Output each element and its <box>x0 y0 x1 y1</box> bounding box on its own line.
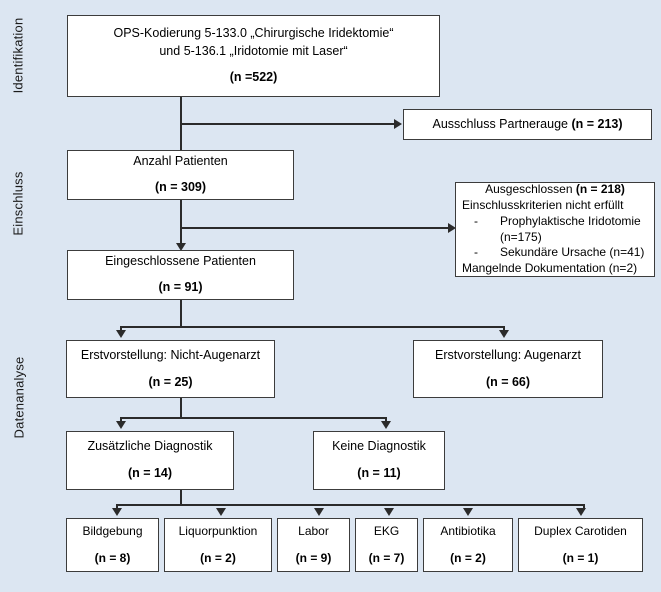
connector-nicht-augenarzt-down <box>180 398 182 418</box>
node-duplex-carotiden[interactable]: Duplex Carotiden (n = 1) <box>518 518 643 572</box>
liquorpunktion-count: (n = 2) <box>200 550 236 565</box>
node-bildgebung[interactable]: Bildgebung (n = 8) <box>66 518 159 572</box>
arrowhead-ekg <box>384 508 394 516</box>
ausschluss-partnerauge-label: Ausschluss Partnerauge <box>432 116 572 131</box>
arrowhead-labor <box>314 508 324 516</box>
connector-split-right-diagnostik <box>385 417 387 423</box>
arrowhead-erstvorstellung-augenarzt <box>499 330 509 338</box>
eingeschlossene-patienten-count: (n = 91) <box>158 280 203 295</box>
arrowhead-liquorpunktion <box>216 508 226 516</box>
erstvorstellung-augenarzt-label: Erstvorstellung: Augenarzt <box>435 347 581 362</box>
arrowhead-partnerauge <box>394 119 402 129</box>
ops-kodierung-count: (n =522) <box>229 70 278 85</box>
ops-kodierung-line2: und 5-136.1 „Iridotomie mit Laser“ <box>159 43 348 58</box>
bullet-dash-icon: - <box>474 245 478 260</box>
arrowhead-zusaetzliche-diagnostik <box>116 421 126 429</box>
duplex-carotiden-label: Duplex Carotiden <box>534 524 627 539</box>
zusaetzliche-diagnostik-count: (n = 14) <box>127 466 173 480</box>
connector-split-left-diagnostik <box>120 417 122 423</box>
arrowhead-eingeschlossen <box>176 243 186 251</box>
ausgeschlossen-bullet-1-text: Prophylaktische Iridotomie (n=175) <box>500 213 641 244</box>
connector-zusaetzliche-down <box>180 490 182 505</box>
zusaetzliche-diagnostik-label: Zusätzliche Diagnostik <box>87 439 213 454</box>
erstvorstellung-nicht-augenarzt-label: Erstvorstellung: Nicht-Augenarzt <box>80 347 261 362</box>
antibiotika-count: (n = 2) <box>450 550 486 565</box>
ausgeschlossen-title-count: (n = 218) <box>575 181 625 196</box>
arrowhead-duplex-carotiden <box>576 508 586 516</box>
connector-split-right-modalities <box>583 504 585 510</box>
connector-split-right-erstvorstellung <box>503 326 505 332</box>
arrowhead-bildgebung <box>112 508 122 516</box>
node-erstvorstellung-augenarzt[interactable]: Erstvorstellung: Augenarzt (n = 66) <box>413 340 603 398</box>
node-ekg[interactable]: EKG (n = 7) <box>355 518 418 572</box>
anzahl-patienten-label: Anzahl Patienten <box>133 154 228 168</box>
stage-label-datenanalyse: Datenanalyse <box>11 356 27 439</box>
ausgeschlossen-bullet-2-text: Sekundäre Ursache (n=41) <box>500 245 645 260</box>
anzahl-patienten-count: (n = 309) <box>154 180 207 195</box>
arrowhead-keine-diagnostik <box>381 421 391 429</box>
node-zusaetzliche-diagnostik[interactable]: Zusätzliche Diagnostik (n = 14) <box>66 431 234 490</box>
node-ausschluss-partnerauge[interactable]: Ausschluss Partnerauge (n = 213) <box>403 109 652 140</box>
connector-anzahl-to-eingeschlossen <box>180 200 182 246</box>
labor-count: (n = 9) <box>295 550 332 565</box>
node-labor[interactable]: Labor (n = 9) <box>277 518 350 572</box>
node-erstvorstellung-nicht-augenarzt[interactable]: Erstvorstellung: Nicht-Augenarzt (n = 25… <box>66 340 275 398</box>
node-antibiotika[interactable]: Antibiotika (n = 2) <box>423 518 513 572</box>
ekg-count: (n = 7) <box>368 550 405 565</box>
ekg-label: EKG <box>373 524 400 539</box>
bildgebung-label: Bildgebung <box>82 524 143 539</box>
connector-split-diagnostik <box>120 417 386 419</box>
keine-diagnostik-label: Keine Diagnostik <box>332 439 426 454</box>
erstvorstellung-nicht-augenarzt-count: (n = 25) <box>148 374 193 389</box>
duplex-carotiden-count: (n = 1) <box>562 550 599 565</box>
connector-split-left-erstvorstellung <box>120 326 122 332</box>
node-eingeschlossene-patienten[interactable]: Eingeschlossene Patienten (n = 91) <box>67 250 294 300</box>
ausschluss-partnerauge-count: (n = 213) <box>571 116 623 131</box>
node-liquorpunktion[interactable]: Liquorpunktion (n = 2) <box>164 518 272 572</box>
labor-label: Labor <box>298 524 329 539</box>
bildgebung-count: (n = 8) <box>94 550 131 565</box>
liquorpunktion-label: Liquorpunktion <box>178 524 258 539</box>
node-keine-diagnostik[interactable]: Keine Diagnostik (n = 11) <box>313 431 445 490</box>
node-ops-kodierung[interactable]: OPS-Kodierung 5-133.0 „Chirurgische Irid… <box>67 15 440 97</box>
ausschluss-partnerauge-text: Ausschluss Partnerauge (n = 213) <box>432 116 622 134</box>
stage-label-einschluss: Einschluss <box>10 171 26 236</box>
connector-eingeschlossen-down <box>180 300 182 327</box>
connector-branch-ausgeschlossen <box>180 227 450 229</box>
connector-split-modalities <box>116 504 585 506</box>
ausgeschlossen-bullet-1: - Prophylaktische Iridotomie (n=175) <box>462 214 648 246</box>
node-anzahl-patienten[interactable]: Anzahl Patienten (n = 309) <box>67 150 294 200</box>
arrowhead-antibiotika <box>463 508 473 516</box>
connector-ops-to-anzahl <box>180 97 182 157</box>
stage-label-identifikation: Identifikation <box>10 17 26 94</box>
bullet-dash-icon: - <box>474 213 478 228</box>
connector-split-erstvorstellung <box>120 326 504 328</box>
ausgeschlossen-last-line: Mangelnde Dokumentation (n=2) <box>462 261 638 276</box>
ausgeschlossen-title-row: Ausgeschlossen (n = 218) <box>462 182 648 198</box>
ops-kodierung-line1: OPS-Kodierung 5-133.0 „Chirurgische Irid… <box>113 25 394 40</box>
ausgeschlossen-criteria-line: Einschlusskriterien nicht erfüllt <box>462 197 624 212</box>
eingeschlossene-patienten-label: Eingeschlossene Patienten <box>105 254 256 268</box>
ausgeschlossen-bullet-2: - Sekundäre Ursache (n=41) <box>462 245 648 261</box>
node-ausgeschlossen[interactable]: Ausgeschlossen (n = 218) Einschlusskrite… <box>455 182 655 277</box>
arrowhead-ausgeschlossen <box>448 223 456 233</box>
ausgeschlossen-title: Ausgeschlossen <box>485 181 576 196</box>
connector-split-left-modalities <box>116 504 118 510</box>
erstvorstellung-augenarzt-count: (n = 66) <box>485 374 531 389</box>
antibiotika-label: Antibiotika <box>440 524 496 539</box>
keine-diagnostik-count: (n = 11) <box>357 466 401 480</box>
arrowhead-erstvorstellung-nicht-augenarzt <box>116 330 126 338</box>
connector-branch-partnerauge <box>180 123 396 125</box>
